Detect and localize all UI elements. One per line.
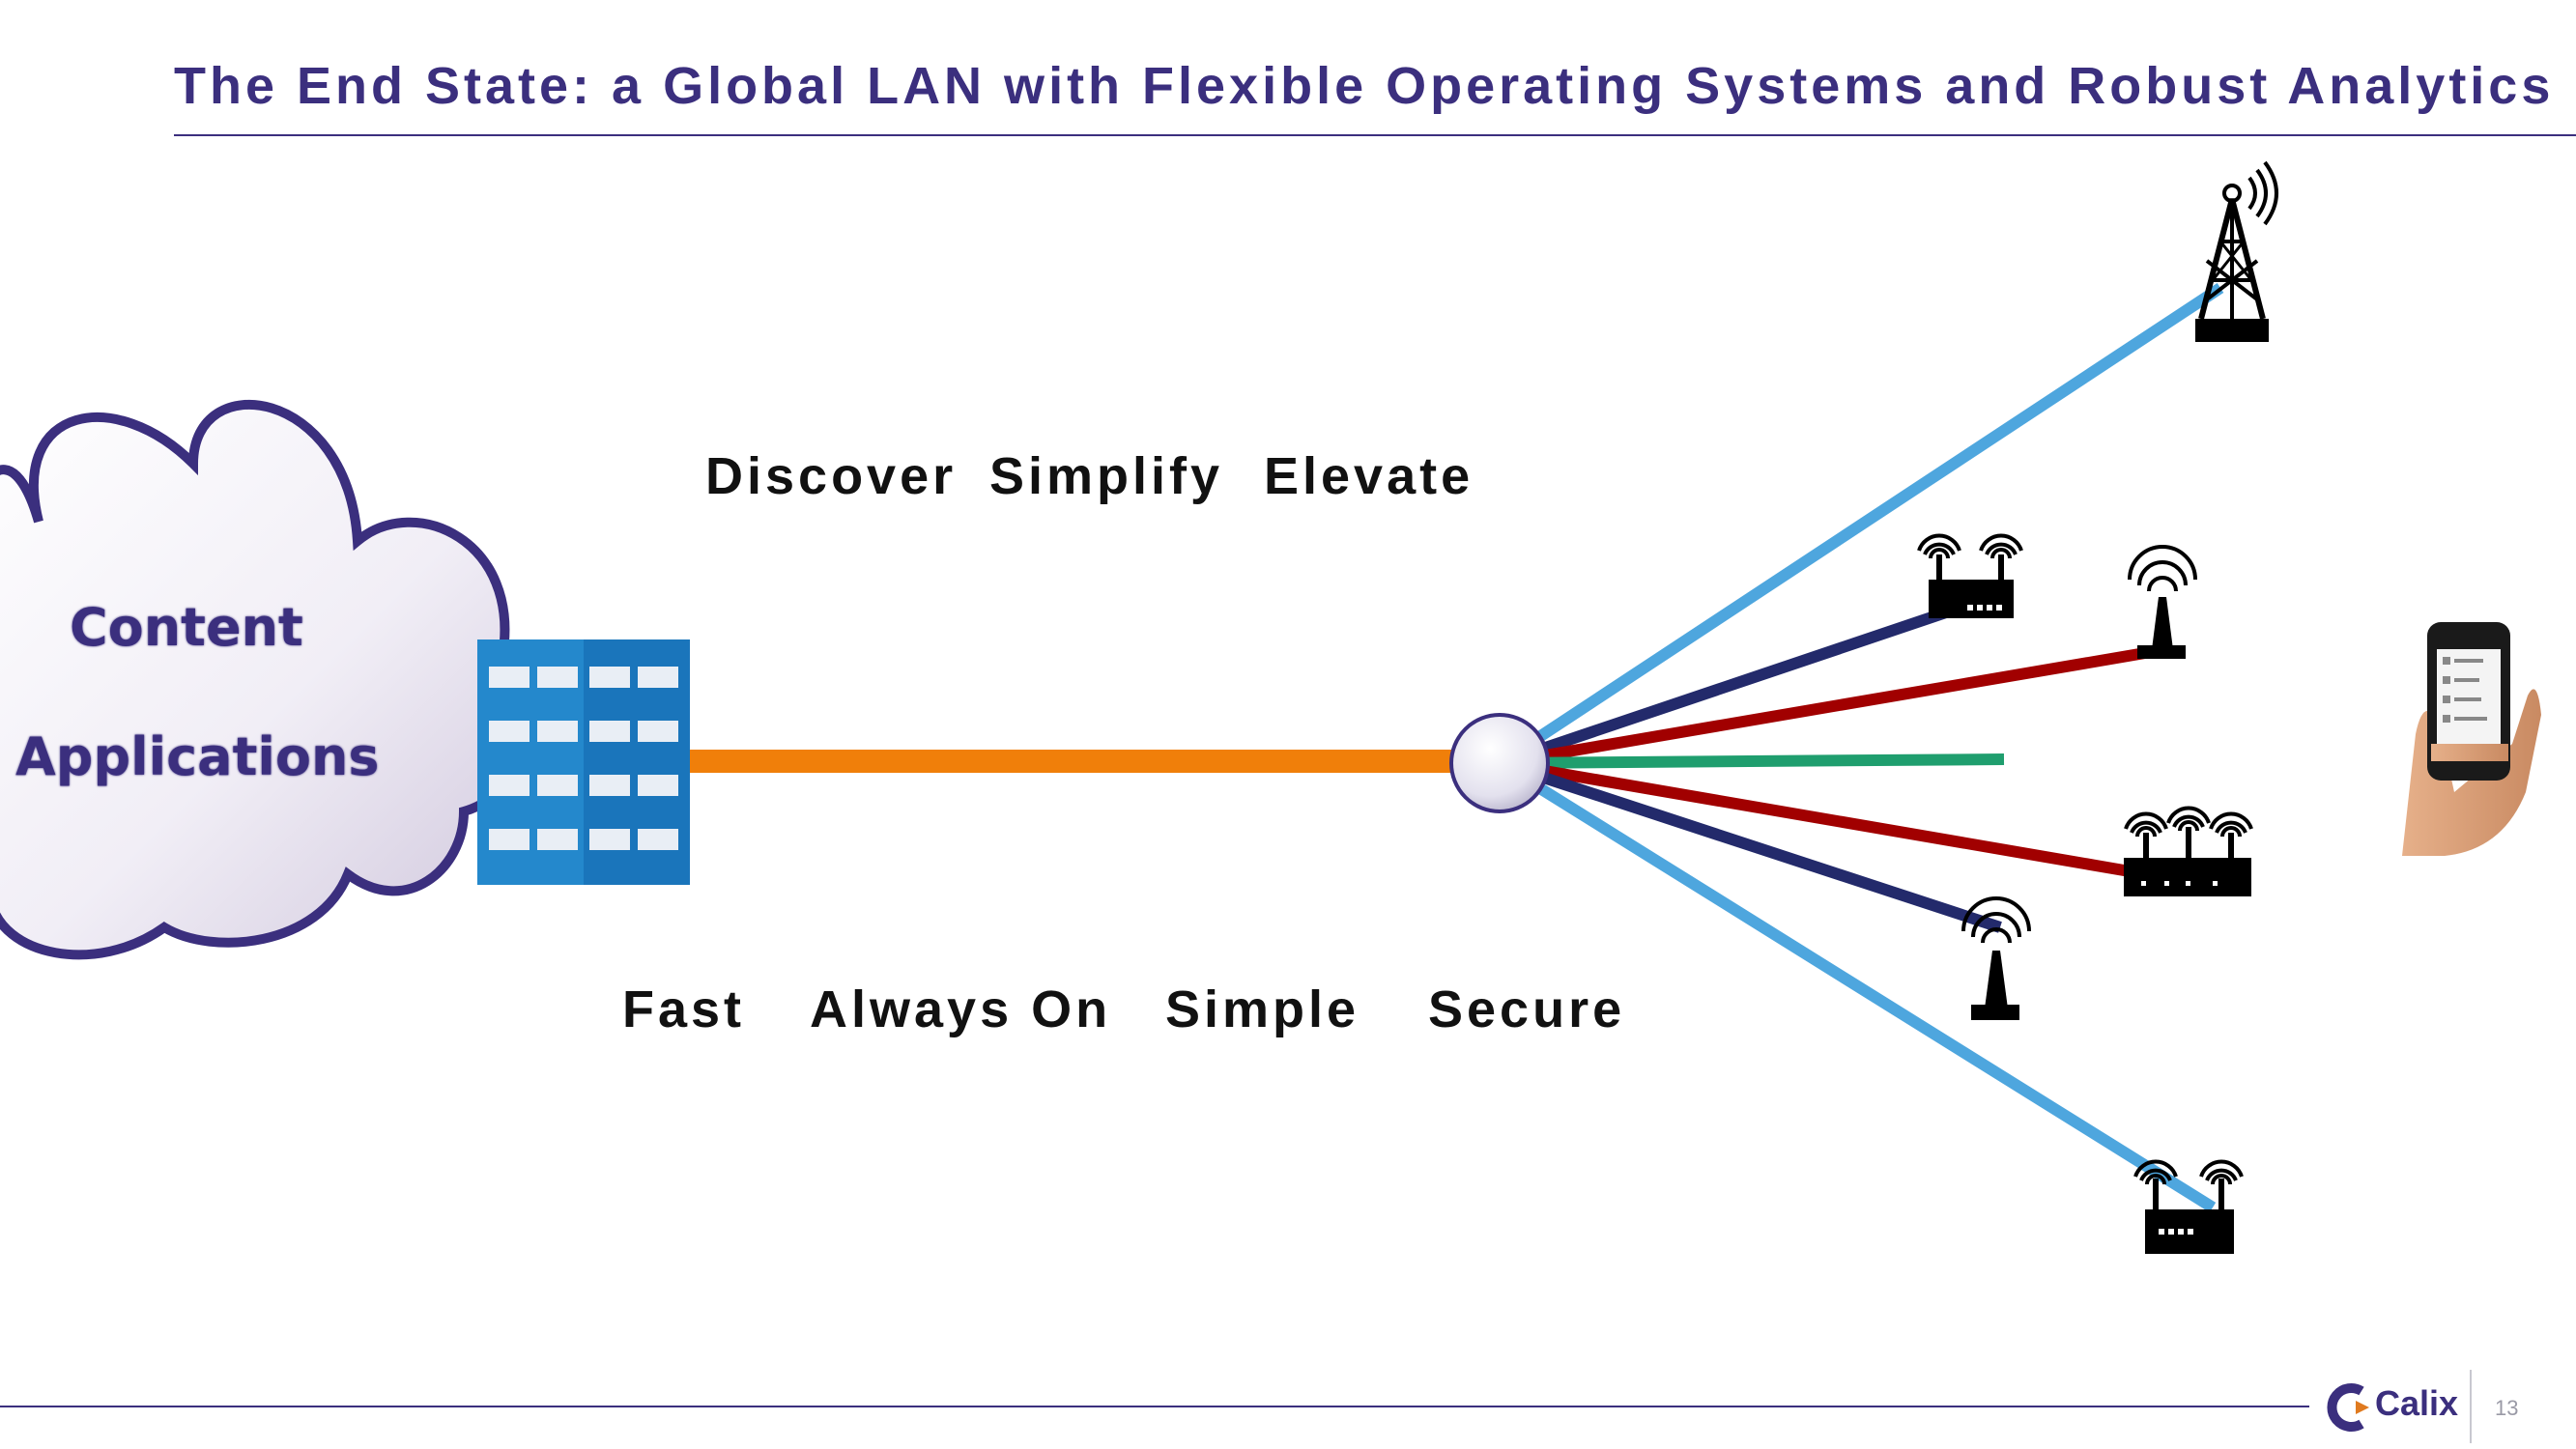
spoke-red-bottom xyxy=(1498,757,2132,877)
hub-node xyxy=(1449,713,1550,813)
spoke-lines xyxy=(1496,282,2224,1213)
wifi-antenna-icon xyxy=(1961,896,2031,1020)
label-always-on: Always On xyxy=(810,980,1112,1038)
label-secure: Secure xyxy=(1428,980,1626,1038)
cloud-label-applications: Applications xyxy=(15,726,380,787)
label-fast: Fast xyxy=(622,980,746,1038)
slide-title: The End State: a Global LAN with Flexibl… xyxy=(174,57,2555,115)
cell-tower-icon xyxy=(2195,160,2278,342)
spoke-light-blue-top xyxy=(1496,282,2224,769)
multi-antenna-router-icon xyxy=(2124,806,2253,896)
office-building-icon xyxy=(477,639,690,885)
spoke-green xyxy=(1499,753,2005,769)
spoke-red-top xyxy=(1498,647,2147,769)
footer-separator xyxy=(2470,1370,2472,1443)
wifi-router-icon xyxy=(1917,533,2023,618)
spoke-navy-bottom xyxy=(1498,757,2002,933)
label-discover: Discover xyxy=(705,447,958,505)
spoke-navy-top xyxy=(1498,605,1954,769)
wifi-router-icon xyxy=(2133,1159,2244,1254)
label-simplify: Simplify xyxy=(989,447,1224,505)
brand-name: Calix xyxy=(2375,1383,2459,1423)
wifi-antenna-icon xyxy=(2128,545,2197,659)
content-cloud-shape xyxy=(0,400,534,960)
label-simple: Simple xyxy=(1165,980,1360,1038)
spoke-light-blue-bottom xyxy=(1496,757,2217,1213)
title-divider xyxy=(174,134,2576,136)
footer-divider xyxy=(0,1406,2309,1407)
page-number: 13 xyxy=(2495,1396,2519,1420)
smartphone-icon xyxy=(2402,622,2541,856)
calix-logo-icon xyxy=(2327,1383,2369,1432)
label-elevate: Elevate xyxy=(1264,447,1474,505)
cloud-label-content: Content xyxy=(70,597,303,658)
